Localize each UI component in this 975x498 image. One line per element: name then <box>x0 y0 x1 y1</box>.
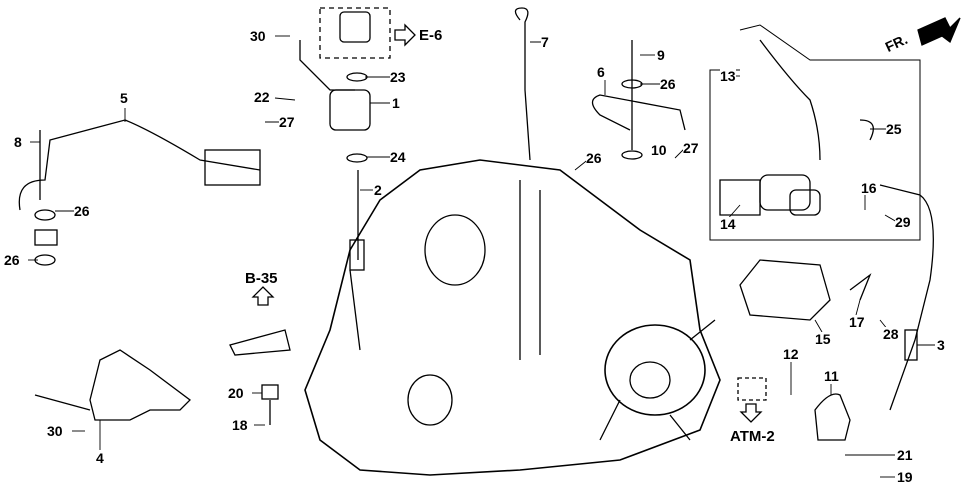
callout-25: 25 <box>886 121 902 137</box>
callout-6: 6 <box>597 64 605 80</box>
callout-18: 18 <box>232 417 248 433</box>
reference-b35[interactable]: B-35 <box>245 270 278 287</box>
callout-12: 12 <box>783 346 799 362</box>
callout-28: 28 <box>883 326 899 342</box>
front-arrow <box>917 17 961 46</box>
callout-26: 26 <box>660 76 676 92</box>
callout-22: 22 <box>254 89 270 105</box>
callout-11: 11 <box>824 368 839 384</box>
case-bore <box>407 374 453 426</box>
callout-14: 14 <box>720 216 736 232</box>
speed-sensor <box>339 11 371 43</box>
callout-7: 7 <box>541 34 549 50</box>
callout-8: 8 <box>14 134 22 150</box>
callout-20: 20 <box>228 385 244 401</box>
harness-box <box>709 24 921 241</box>
callout-27: 27 <box>683 140 699 156</box>
callout-24: 24 <box>390 149 406 165</box>
callout-30: 30 <box>250 28 266 44</box>
callout-21: 21 <box>897 447 913 463</box>
b35-arrow-icon <box>251 286 275 306</box>
callout-19: 19 <box>897 469 913 485</box>
reference-e6[interactable]: E-6 <box>419 27 443 44</box>
transmission-case <box>304 159 721 476</box>
cover <box>739 259 831 321</box>
callout-30: 30 <box>47 423 63 439</box>
mount-bracket <box>89 349 191 421</box>
callout-9: 9 <box>657 47 665 63</box>
e6-arrow-icon <box>394 23 416 47</box>
oil-pipe <box>591 94 686 131</box>
callout-26: 26 <box>4 252 20 268</box>
throttle-cable <box>879 184 934 411</box>
callout-13: 13 <box>720 68 736 84</box>
case-bore <box>424 214 486 286</box>
atm2-arrow-icon <box>739 403 763 423</box>
dipstick <box>514 7 531 161</box>
differential-cover <box>604 324 706 416</box>
callout-23: 23 <box>390 69 406 85</box>
callout-27: 27 <box>279 114 295 130</box>
callout-5: 5 <box>120 90 128 106</box>
callout-15: 15 <box>815 331 831 347</box>
callout-2: 2 <box>374 182 382 198</box>
callout-10: 10 <box>651 142 667 158</box>
reference-atm2[interactable]: ATM-2 <box>730 428 775 445</box>
oil-pipe <box>18 119 261 211</box>
callout-16: 16 <box>861 180 877 196</box>
callout-26: 26 <box>74 203 90 219</box>
cover <box>814 393 851 441</box>
callout-1: 1 <box>392 95 400 111</box>
callout-3: 3 <box>937 337 945 353</box>
callout-17: 17 <box>849 314 865 330</box>
callout-26: 26 <box>586 150 602 166</box>
callout-29: 29 <box>895 214 911 230</box>
callout-4: 4 <box>96 450 104 466</box>
